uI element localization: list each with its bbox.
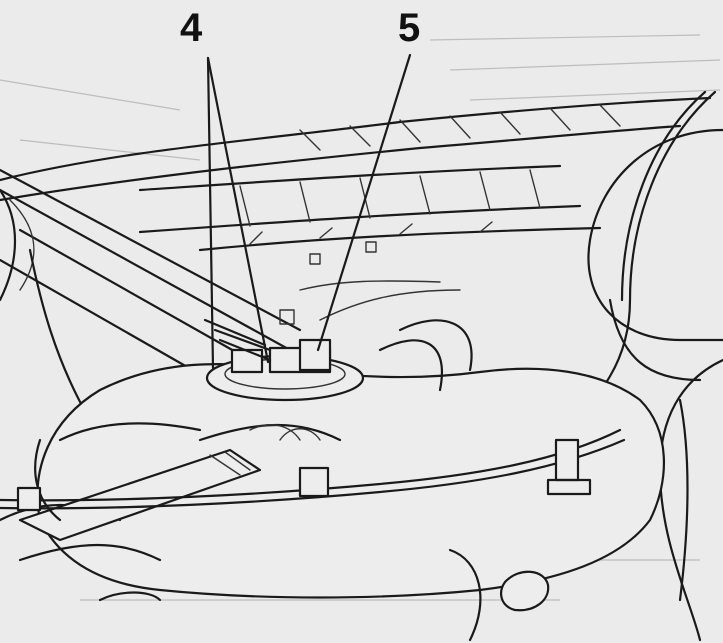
leader-5 (316, 53, 412, 352)
pump-flange (203, 241, 461, 402)
filler-neck (18, 438, 262, 542)
upper-beam (0, 96, 712, 202)
callout-label-4: 4 (180, 6, 203, 50)
fuel-tank-body (0, 319, 665, 642)
brake-cable (0, 428, 626, 512)
callout-leaders (206, 53, 412, 370)
leader-4b (206, 56, 270, 364)
callout-label-5: 5 (398, 6, 421, 50)
leader-4a (206, 56, 215, 370)
